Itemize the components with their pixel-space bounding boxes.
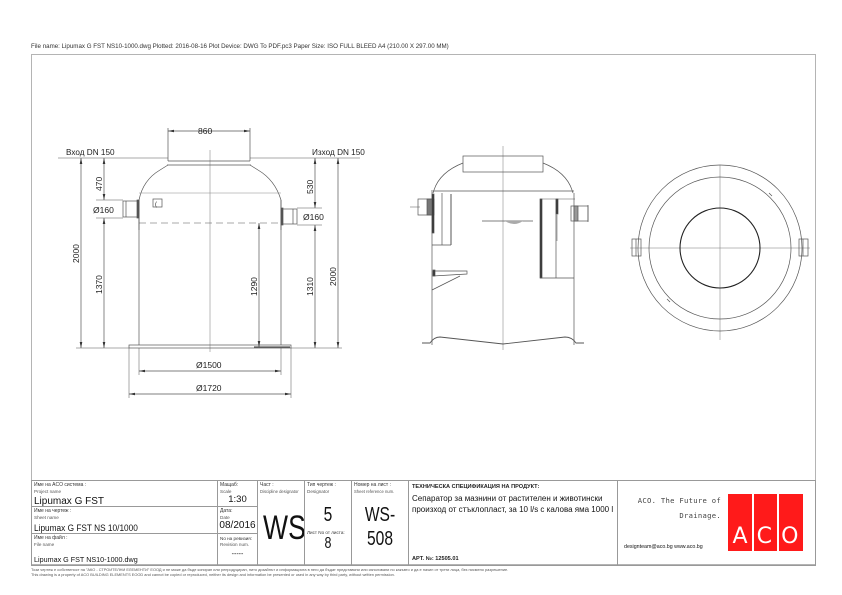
date-value: 08/2016 xyxy=(219,519,256,531)
revision-value: ----- xyxy=(231,550,244,558)
dim-internal-level: 1290 xyxy=(249,277,259,296)
date-cell: Дата: Date 08/2016 xyxy=(218,507,258,534)
dim-outlet-invert: 1310 xyxy=(305,277,315,296)
discipline-value: WS xyxy=(263,508,305,547)
plot-header: File name: Lipumax G FST NS10-1000.dwg P… xyxy=(31,43,449,50)
dim-lid-width: 860 xyxy=(198,126,212,136)
slogan: ACO. The Future of Drainage. xyxy=(637,496,721,520)
contact-info: designteam@aco.bg www.aco.bg xyxy=(624,544,703,550)
sheet-name: Lipumax G FST NS 10/1000 xyxy=(34,522,138,533)
scale-value: 1:30 xyxy=(228,493,247,505)
dim-base-dia: Ø1720 xyxy=(196,383,222,393)
discipline-cell: Част : Discipline designator WS xyxy=(258,481,305,566)
svg-text:(: ( xyxy=(155,202,157,208)
dim-body-dia: Ø1500 xyxy=(196,360,222,370)
project-name: Lipumax G FST xyxy=(34,495,105,507)
revision-cell: No на ревизия: Revision num. ----- xyxy=(218,534,258,566)
sheet-name-cell: Име на чертеж : Sheet name Lipumax G FST… xyxy=(31,507,218,534)
aco-logo: A C O xyxy=(728,494,804,551)
reference-value: WS-508 xyxy=(364,503,396,550)
spec-cell: ТЕХНИЧЕСКА СПЕЦИФИКАЦИЯ НА ПРОДУКТ: Сепа… xyxy=(409,481,618,566)
file-name-cell: Име на файл : File name Lipumax G FST NS… xyxy=(31,534,218,566)
dim-inlet-pipe: Ø160 xyxy=(93,205,114,215)
plan-view xyxy=(630,164,810,340)
dim-total-height-left: 2000 xyxy=(71,244,81,263)
sheet-count-value: 8 xyxy=(324,535,332,552)
outlet-label: Изход DN 150 xyxy=(312,148,365,157)
dim-total-height-right: 2000 xyxy=(328,267,338,286)
dim-inlet-top: 470 xyxy=(94,177,104,191)
scale-cell: Мащаб: Scale 1:30 xyxy=(218,481,258,507)
brand-cell: ACO. The Future of Drainage. designteam@… xyxy=(618,481,816,566)
spec-heading: ТЕХНИЧЕСКА СПЕЦИФИКАЦИЯ НА ПРОДУКТ: xyxy=(412,484,540,490)
title-block: Име на ACO система : Project name Lipuma… xyxy=(31,480,816,566)
copyright-footnote: Този чертеж е собственост на "АКО - СТРО… xyxy=(31,567,509,577)
reference-cell: Номер на лист : Sheet reference num. WS-… xyxy=(352,481,409,566)
front-view: ( xyxy=(58,128,360,398)
designator-value: 5 xyxy=(323,503,333,526)
spec-text: Сепаратор за мазнини от растителен и жив… xyxy=(412,494,614,514)
dim-outlet-pipe: Ø160 xyxy=(303,212,324,222)
dim-inlet-invert: 1370 xyxy=(94,275,104,294)
article-number: АРТ. №: 12505.01 xyxy=(412,556,459,562)
designator-cell: Тип чертеж : Designator 5 Лист No от лис… xyxy=(305,481,352,566)
project-name-cell: Име на ACO система : Project name Lipuma… xyxy=(31,481,218,507)
dim-outlet-top: 530 xyxy=(305,180,315,194)
drawing-frame xyxy=(31,54,816,565)
section-view xyxy=(410,146,589,350)
file-name: Lipumax G FST NS10-1000.dwg xyxy=(34,554,138,564)
inlet-label: Вход DN 150 xyxy=(66,148,115,157)
